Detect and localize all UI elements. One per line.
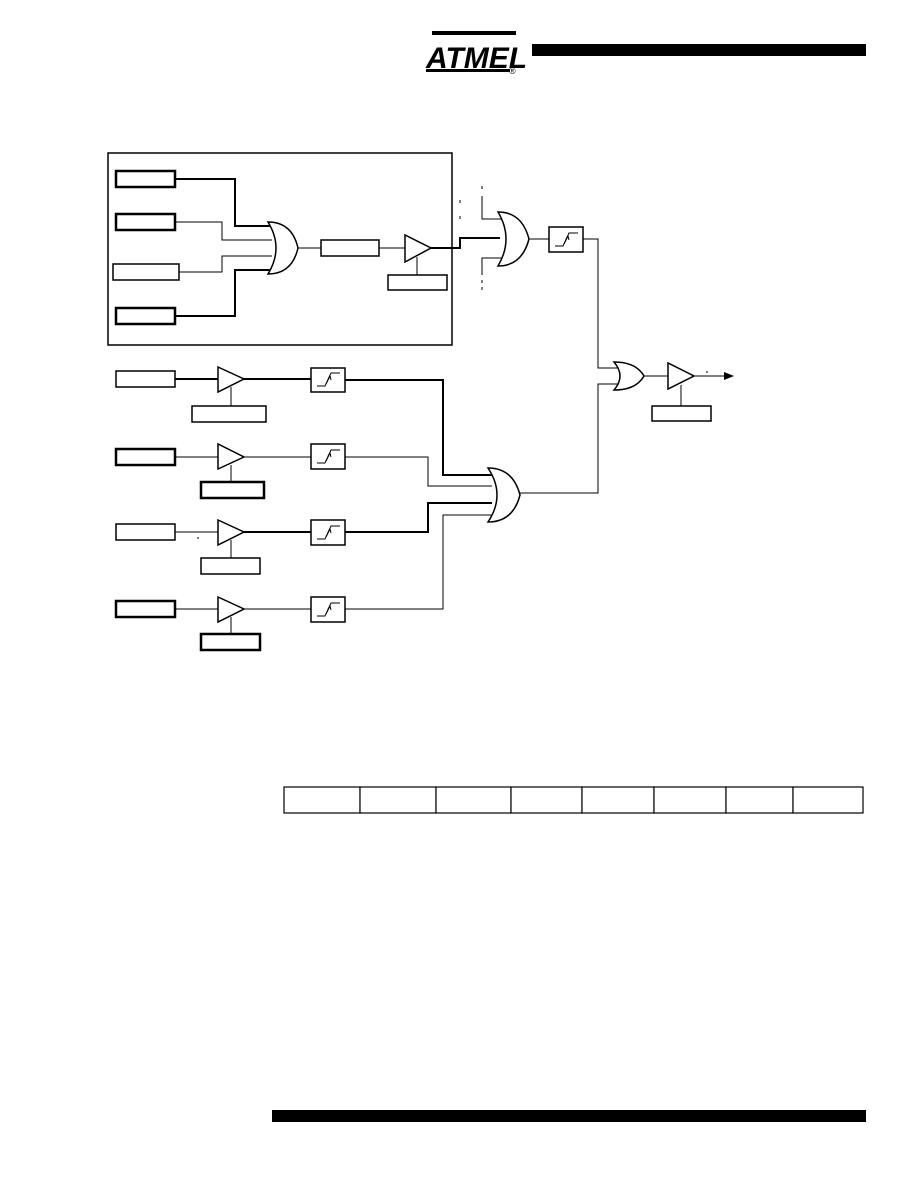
register-cell bbox=[283, 786, 361, 814]
top-buffer-triangle bbox=[404, 233, 433, 264]
register-cell bbox=[792, 786, 864, 814]
channel-4-wire-out bbox=[345, 514, 492, 610]
logo-text: ATMEL bbox=[425, 42, 527, 75]
channel-1-sync-block bbox=[310, 367, 346, 393]
register-cell bbox=[725, 786, 794, 814]
or-gate bbox=[486, 467, 521, 523]
register-cell bbox=[581, 786, 655, 814]
final-enable-box bbox=[651, 405, 712, 422]
channel-1-wire-out bbox=[345, 379, 492, 476]
header: ATMEL ® bbox=[425, 31, 866, 76]
sync-block-top bbox=[548, 226, 584, 253]
top-wire-3 bbox=[179, 255, 272, 273]
channel-4-enable-box bbox=[199, 632, 262, 652]
channel-2-input-box bbox=[114, 447, 177, 467]
channel-3-buffer bbox=[217, 518, 246, 547]
tick-marks bbox=[459, 186, 483, 290]
channel-3-sync-block bbox=[310, 519, 346, 546]
or-gate bbox=[612, 361, 645, 391]
second-or-input-1 bbox=[481, 196, 502, 220]
top-input-box-3 bbox=[112, 263, 180, 281]
top-wire-2 bbox=[175, 221, 272, 241]
register-table bbox=[283, 786, 864, 814]
register-cell bbox=[653, 786, 727, 814]
or-gate bbox=[266, 221, 299, 275]
channel-2-wire-out bbox=[345, 456, 492, 487]
channel-3-input-box bbox=[115, 523, 176, 541]
second-or-input-3 bbox=[481, 257, 502, 275]
top-buffer-enable-box bbox=[387, 274, 448, 291]
channel-2-buffer bbox=[217, 442, 246, 471]
channel-2-sync-block bbox=[310, 443, 346, 470]
top-input-box-4 bbox=[114, 306, 177, 326]
register-cell bbox=[510, 786, 583, 814]
register-cell bbox=[359, 786, 437, 814]
footer-bar bbox=[272, 1110, 866, 1122]
final-buffer bbox=[667, 361, 696, 391]
channel-1-enable-box bbox=[191, 405, 267, 423]
top-input-box-2 bbox=[114, 212, 177, 232]
atmel-logo: ATMEL ® bbox=[425, 31, 527, 76]
top-wire-1 bbox=[175, 178, 272, 227]
channel-4-sync-block bbox=[310, 596, 346, 623]
channel-1-input-box bbox=[115, 370, 176, 388]
output-arrowhead bbox=[724, 372, 734, 380]
channel-3-enable-box bbox=[200, 557, 261, 575]
top-delay-box bbox=[320, 239, 380, 257]
top-block-output-wire bbox=[431, 237, 500, 249]
header-bar bbox=[532, 44, 866, 56]
channel-2-enable-box bbox=[199, 480, 266, 500]
top-input-box-1 bbox=[114, 169, 177, 189]
channel-4-buffer bbox=[217, 595, 246, 624]
or-gate bbox=[496, 211, 530, 267]
top-wire-4 bbox=[175, 269, 272, 317]
channel-4-input-box bbox=[114, 599, 177, 619]
channel-3-wire-out bbox=[345, 502, 492, 533]
channel-1-buffer bbox=[217, 365, 246, 394]
logo-registered-mark: ® bbox=[509, 66, 516, 76]
register-cell bbox=[435, 786, 512, 814]
lower-or-output-wire bbox=[520, 383, 618, 494]
sync-top-output-wire bbox=[583, 238, 618, 369]
